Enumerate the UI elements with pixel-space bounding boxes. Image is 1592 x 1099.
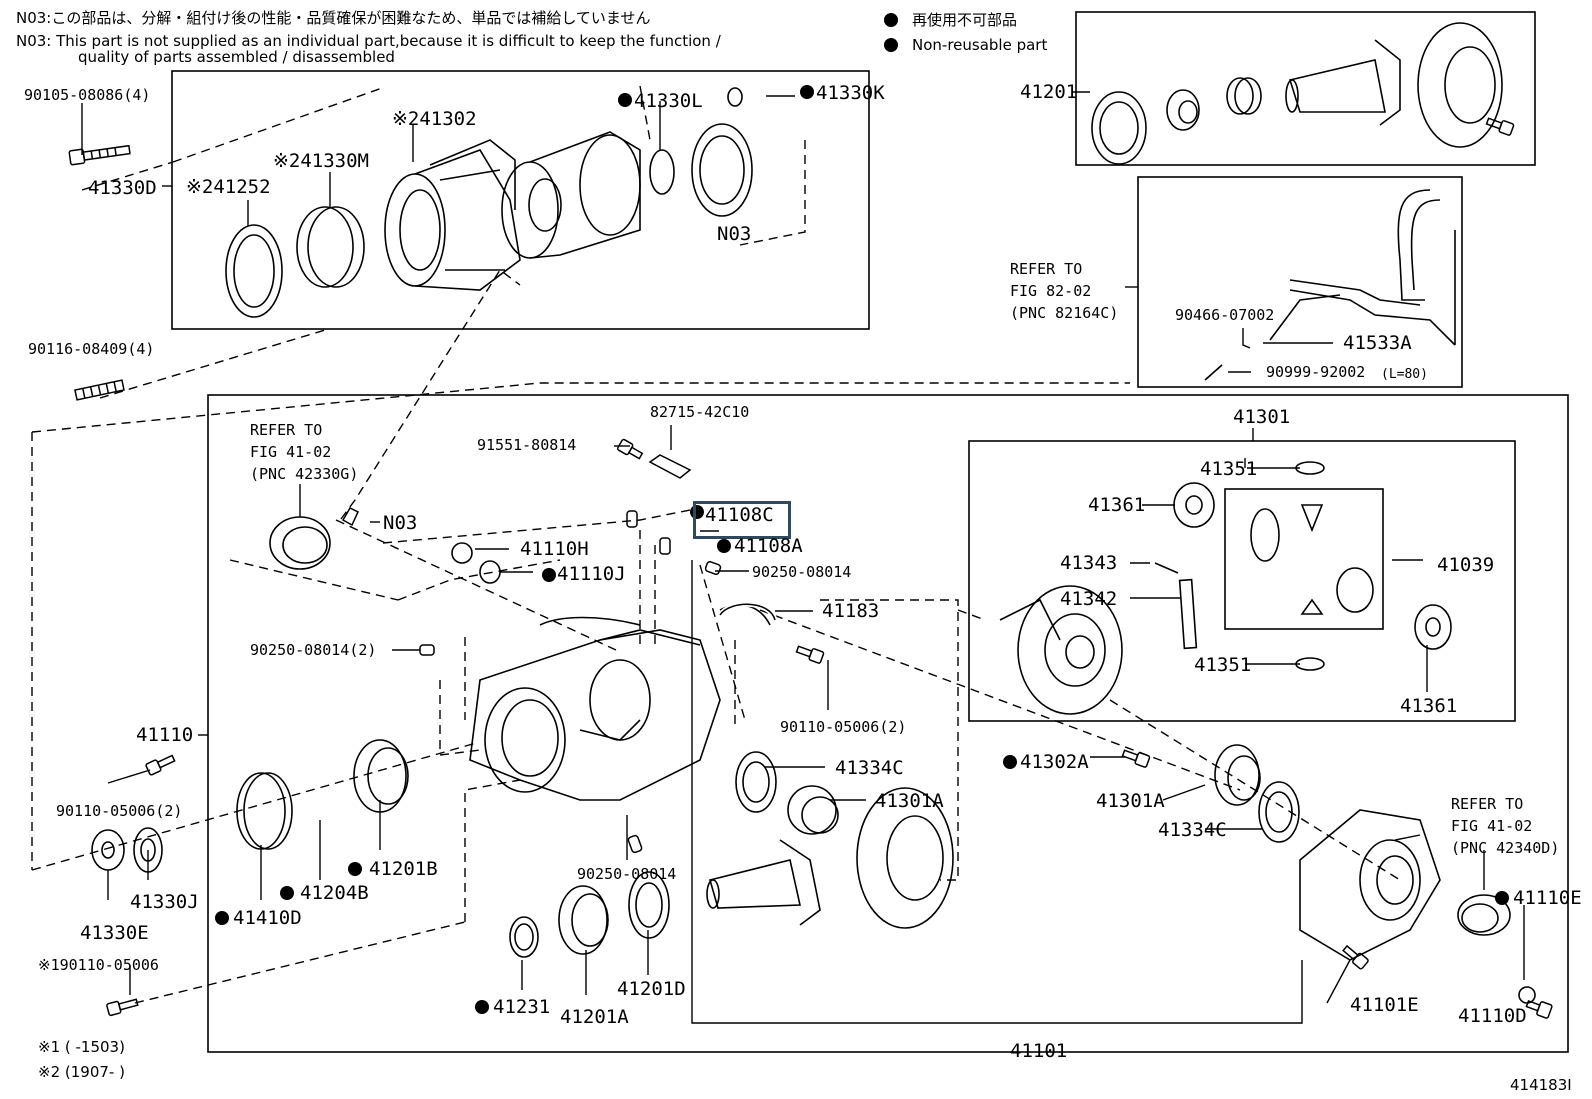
part-41110J[interactable]: 41110J <box>557 563 626 585</box>
refer-82-02-frame <box>1137 176 1463 388</box>
legend-non-reusable-en: Non-reusable part <box>912 36 1048 54</box>
41039-frame <box>1224 488 1384 630</box>
part-41110D[interactable]: 41110D <box>1458 1005 1527 1027</box>
part-41201A[interactable]: 41201A <box>560 1006 629 1028</box>
figure-code: 414183I <box>1510 1076 1572 1094</box>
part-41334C-right[interactable]: 41334C <box>1158 819 1227 841</box>
note-n03-english-line2: quality of parts assembled / disassemble… <box>78 48 395 66</box>
part-41330L[interactable]: 41330L <box>634 90 703 112</box>
footnote-1: ※1 ( -1503) <box>38 1038 125 1056</box>
part-41204B[interactable]: 41204B <box>300 882 369 904</box>
plug-sketches <box>341 454 778 854</box>
41301-case-sketch <box>999 504 1374 715</box>
part-41330D[interactable]: 41330D <box>88 177 157 199</box>
note-n03-english-line1: N03: This part is not supplied as an ind… <box>16 32 721 50</box>
part-41351-bottom[interactable]: 41351 <box>1194 654 1252 676</box>
leader-lines <box>81 91 1525 1024</box>
part-41343[interactable]: 41343 <box>1060 552 1118 574</box>
part-90250-08014-c[interactable]: 90250-08014 <box>577 865 677 883</box>
part-41183[interactable]: 41183 <box>822 600 880 622</box>
part-90466-07002[interactable]: 90466-07002 <box>1175 306 1275 324</box>
part-91551-80814[interactable]: 91551-80814 <box>477 436 577 454</box>
part-90250-08014-a[interactable]: 90250-08014 <box>752 563 852 581</box>
41533A-pipe-sketch <box>1204 189 1456 381</box>
note-n03-japanese: N03:この部品は、分解・組付け後の性能・品質確保が困難なため、単品では補給して… <box>16 9 651 27</box>
refer-fig-82-02[interactable]: REFER TO FIG 82-02 (PNC 82164C) <box>1010 260 1119 322</box>
part-41108C[interactable]: 41108C <box>705 504 774 526</box>
part-90999-length[interactable]: (L=80) <box>1381 367 1428 382</box>
part-N03-upper[interactable]: N03 <box>717 223 752 245</box>
part-90105-08086[interactable]: 90105-08086(4) <box>24 86 151 104</box>
part-90250-08014-2[interactable]: 90250-08014(2) <box>250 641 377 659</box>
41302-housing-sketch <box>384 131 641 291</box>
part-41201[interactable]: 41201 <box>1020 81 1078 103</box>
part-41039[interactable]: 41039 <box>1437 554 1495 576</box>
part-41101E[interactable]: 41101E <box>1350 994 1419 1016</box>
part-41330J[interactable]: 41330J <box>130 891 199 913</box>
part-41361-left[interactable]: 41361 <box>1088 494 1146 516</box>
part-41330M[interactable]: ※241330M <box>273 150 369 172</box>
lower-gears-sketch <box>706 787 954 929</box>
bolt-sketches <box>68 117 1553 1019</box>
refer-fig-41-02-b[interactable]: REFER TO FIG 41-02 (PNC 42340D) <box>1451 795 1560 857</box>
part-90999-92002[interactable]: 90999-92002 <box>1266 363 1366 381</box>
part-41252[interactable]: ※241252 <box>186 176 271 198</box>
part-41351-top[interactable]: 41351 <box>1200 458 1258 480</box>
part-41533A[interactable]: 41533A <box>1343 332 1412 354</box>
part-90110-05006-footnote[interactable]: ※190110-05006 <box>38 956 159 974</box>
part-41101[interactable]: 41101 <box>1010 1040 1068 1062</box>
dashed-guides <box>31 85 1401 1004</box>
part-41302[interactable]: ※241302 <box>392 108 477 130</box>
legend-non-reusable-jp: 再使用不可部品 <box>912 11 1018 29</box>
part-41110[interactable]: 41110 <box>136 724 194 746</box>
part-41110H[interactable]: 41110H <box>520 538 589 560</box>
part-41201D[interactable]: 41201D <box>617 978 686 1000</box>
part-N03-lower[interactable]: N03 <box>383 512 418 534</box>
part-41231[interactable]: 41231 <box>493 996 551 1018</box>
41110-case-sketch <box>469 604 771 801</box>
part-41330K[interactable]: 41330K <box>816 82 885 104</box>
part-41110E[interactable]: 41110E <box>1513 887 1582 909</box>
part-90110-05006-a[interactable]: 90110-05006(2) <box>780 718 907 736</box>
rear-cover-sketch <box>1299 809 1441 961</box>
refer-fig-41-02-a[interactable]: REFER TO FIG 41-02 (PNC 42330G) <box>250 421 359 483</box>
part-41201B[interactable]: 41201B <box>369 858 438 880</box>
part-41301A-right[interactable]: 41301A <box>1096 790 1165 812</box>
part-41410D[interactable]: 41410D <box>233 907 302 929</box>
highlight-41108c <box>693 501 791 539</box>
part-41301[interactable]: 41301 <box>1233 406 1291 428</box>
41201-frame <box>1075 11 1536 166</box>
part-41334C-left[interactable]: 41334C <box>835 757 904 779</box>
part-41108A[interactable]: 41108A <box>734 535 803 557</box>
part-41302A[interactable]: 41302A <box>1020 751 1089 773</box>
41201-gears-sketch <box>1166 22 1503 148</box>
main-assembly-frame <box>207 394 1569 1053</box>
part-90116-08409[interactable]: 90116-08409(4) <box>28 340 155 358</box>
footnote-2: ※2 (1907- ) <box>38 1063 125 1081</box>
ring-sketches <box>91 77 1536 1004</box>
part-41330E[interactable]: 41330E <box>80 922 149 944</box>
part-90110-05006-b[interactable]: 90110-05006(2) <box>56 802 183 820</box>
part-41361-right[interactable]: 41361 <box>1400 695 1458 717</box>
part-41342[interactable]: 41342 <box>1060 588 1118 610</box>
part-82715-42C10[interactable]: 82715-42C10 <box>650 403 750 421</box>
part-41301A-left[interactable]: 41301A <box>875 790 944 812</box>
41301-frame <box>968 440 1516 722</box>
upper-left-frame <box>171 70 870 330</box>
